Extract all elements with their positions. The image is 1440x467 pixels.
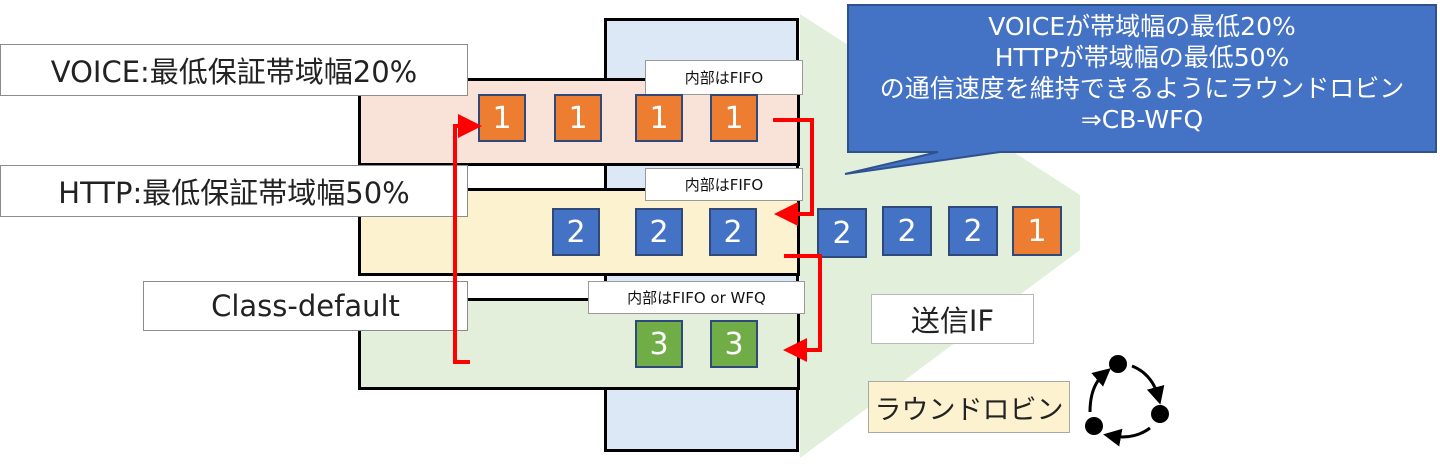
http-class-label: HTTP:最低保証帯域幅50% — [0, 165, 468, 217]
cycle-node — [1109, 355, 1127, 373]
round-robin-cycle-icon — [1085, 355, 1169, 447]
callout-line: HTTPが帯域幅の最低50% — [994, 43, 1290, 72]
cycle-arrow — [1088, 368, 1111, 413]
output-packet: 2 — [817, 208, 867, 258]
voice-packet: 1 — [710, 94, 758, 142]
rr-arrow-default-to-voice — [453, 114, 482, 364]
rr-arrow-voice-to-http — [773, 118, 814, 226]
callout-line: VOICEが帯域幅の最低20% — [988, 12, 1296, 41]
http-queue-note: 内部はFIFO — [645, 168, 803, 201]
voice-packet: 1 — [635, 94, 683, 142]
voice-packet: 1 — [554, 94, 602, 142]
cycle-node — [1151, 405, 1169, 423]
output-packet: 1 — [1012, 206, 1062, 256]
default-packet: 3 — [710, 320, 758, 368]
callout-line: の通信速度を維持できるようにラウンドロビン — [879, 74, 1405, 103]
callout-text: VOICEが帯域幅の最低20% HTTPが帯域幅の最低50% の通信速度を維持で… — [848, 11, 1436, 135]
default-queue-note: 内部はFIFO or WFQ — [588, 281, 805, 314]
default-class-label: Class-default — [143, 281, 468, 331]
voice-class-label: VOICE:最低保証帯域幅20% — [0, 44, 468, 96]
voice-queue-note: 内部はFIFO — [645, 60, 803, 95]
rr-arrow-http-to-default — [783, 254, 822, 362]
output-packet: 2 — [948, 206, 998, 256]
http-packet: 2 — [709, 208, 757, 256]
cycle-arrow — [1103, 426, 1151, 447]
http-packet: 2 — [635, 208, 683, 256]
callout-line: ⇒CB-WFQ — [1080, 105, 1204, 134]
output-packet: 2 — [882, 206, 932, 256]
cycle-node — [1085, 417, 1103, 435]
voice-packet: 1 — [478, 94, 526, 142]
cycle-arrow — [1131, 364, 1165, 405]
round-robin-label: ラウンドロビン — [868, 381, 1070, 433]
interface-label: 送信IF — [871, 294, 1034, 344]
http-packet: 2 — [552, 208, 600, 256]
default-packet: 3 — [635, 320, 683, 368]
